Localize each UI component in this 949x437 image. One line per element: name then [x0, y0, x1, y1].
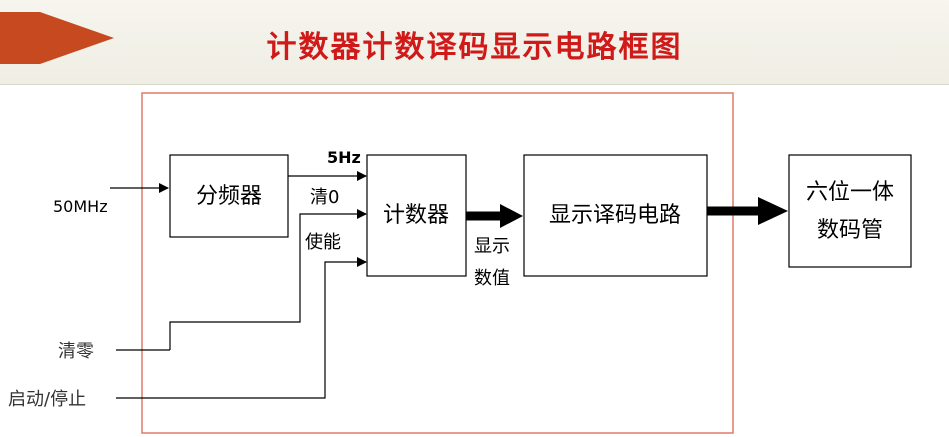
enable-label: 使能	[305, 232, 341, 253]
decoder-to-display-arrowhead	[758, 197, 788, 225]
start-stop-input-label: 启动/停止	[8, 389, 86, 410]
page-title: 计数器计数译码显示电路框图	[266, 30, 683, 65]
title-banner: 计数器计数译码显示电路框图	[0, 0, 949, 85]
divider-block	[169, 154, 289, 238]
clear-input-label: 清零	[58, 341, 94, 362]
display-value-label-line2: 数值	[474, 268, 510, 289]
divider-label: 分频器	[196, 184, 262, 209]
display-label-line1: 六位一体	[806, 180, 894, 205]
clock-input-label: 50MHz	[53, 197, 108, 216]
enable-signal-arrow	[116, 257, 367, 399]
counter-block	[366, 154, 467, 277]
display-block	[788, 154, 912, 268]
counter-to-decoder-arrowhead	[500, 204, 523, 228]
decoder-label: 显示译码电路	[549, 203, 681, 228]
banner-arrow-icon	[40, 12, 114, 64]
display-label-line2: 数码管	[817, 218, 883, 243]
system-boundary-frame	[141, 92, 734, 434]
display-value-label-line1: 显示	[474, 236, 510, 257]
clear-signal-arrow	[169, 209, 367, 350]
decoder-block	[523, 154, 708, 277]
counter-label: 计数器	[383, 203, 449, 228]
banner-bar-decoration	[0, 12, 40, 64]
freq-label: 5Hz	[327, 148, 361, 167]
clear0-label: 清0	[310, 187, 339, 208]
